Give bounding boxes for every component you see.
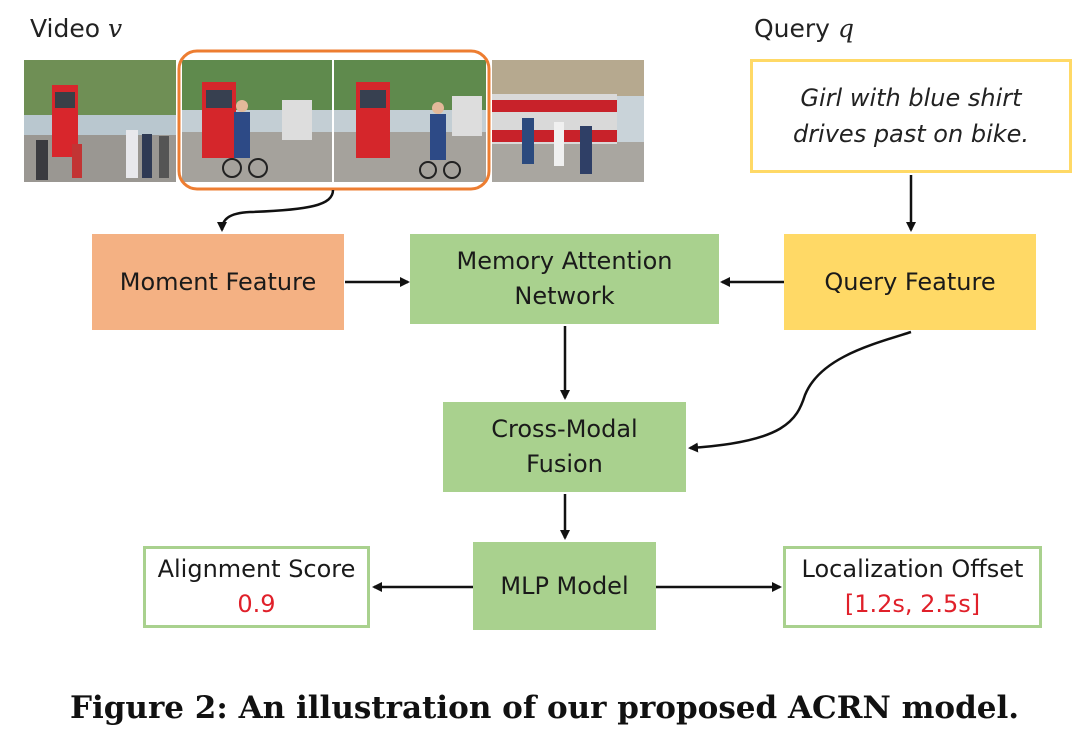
- video-frame-3: [334, 60, 486, 182]
- mlp-model-node: MLP Model: [473, 542, 656, 630]
- cross-modal-fusion-node: Cross-Modal Fusion: [443, 402, 686, 492]
- query-feature-label: Query Feature: [824, 267, 996, 296]
- video-frame-1: [24, 60, 176, 182]
- memory-attention-network-node: Memory Attention Network: [410, 234, 719, 324]
- query-text-box: Girl with blue shirt drives past on bike…: [750, 59, 1072, 173]
- mlp-model-label: MLP Model: [500, 571, 629, 600]
- moment-feature-node: Moment Feature: [92, 234, 344, 330]
- cross-modal-label-line1: Cross-Modal: [491, 415, 638, 444]
- video-frame-4: [492, 60, 644, 182]
- arrow-video-to-moment: [217, 189, 335, 232]
- memory-attention-label-line2: Network: [514, 282, 615, 310]
- arrow-query-to-fusion: [688, 330, 912, 453]
- query-feature-node: Query Feature: [784, 234, 1036, 330]
- query-label: Query q: [754, 14, 854, 43]
- video-label: Video v: [30, 14, 123, 43]
- alignment-score-box: Alignment Score 0.9: [143, 546, 370, 628]
- figure-caption: Figure 2: An illustration of our propose…: [69, 690, 1020, 726]
- cross-modal-label-line2: Fusion: [526, 450, 603, 478]
- moment-highlight: [177, 49, 491, 191]
- localization-offset-value: [1.2s, 2.5s]: [844, 590, 981, 618]
- memory-attention-label-line1: Memory Attention: [456, 247, 673, 276]
- alignment-score-label: Alignment Score: [157, 555, 356, 584]
- localization-offset-box: Localization Offset [1.2s, 2.5s]: [783, 546, 1042, 628]
- moment-feature-label: Moment Feature: [119, 267, 317, 296]
- alignment-score-value: 0.9: [237, 590, 276, 618]
- video-frame-2: [182, 60, 332, 182]
- query-text: Girl with blue shirt drives past on bike…: [792, 84, 1030, 148]
- localization-offset-label: Localization Offset: [801, 555, 1024, 584]
